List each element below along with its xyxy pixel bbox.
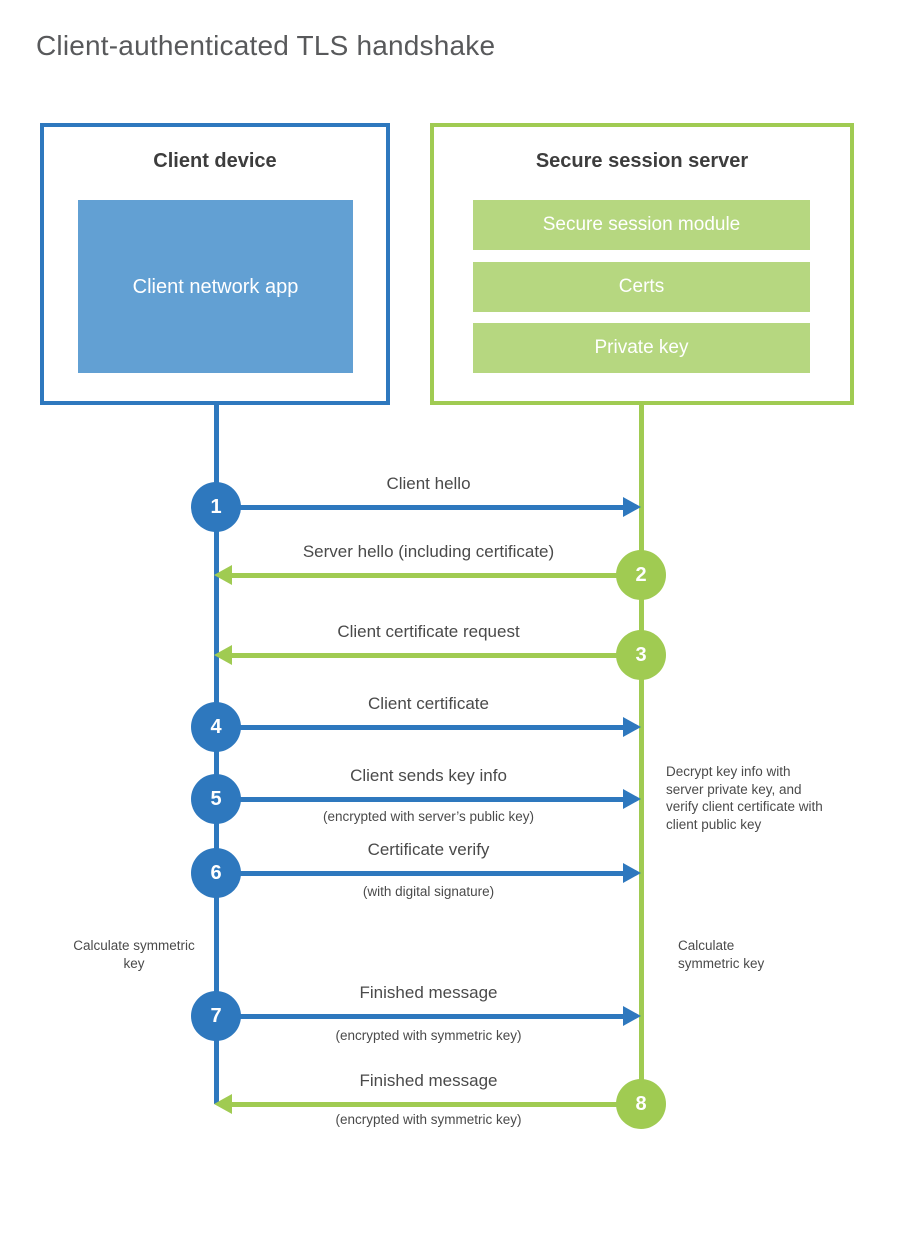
step-badge: 8 bbox=[616, 1079, 666, 1129]
step-badge: 3 bbox=[616, 630, 666, 680]
decrypt-note: Decrypt key info with server private key… bbox=[666, 764, 823, 832]
arrow-line bbox=[232, 1102, 641, 1107]
client-lifeline bbox=[214, 405, 219, 1104]
step-badge: 4 bbox=[191, 702, 241, 752]
arrow-line bbox=[216, 1014, 625, 1019]
step-number: 5 bbox=[210, 787, 222, 810]
step-badge: 5 bbox=[191, 774, 241, 824]
arrow-right-icon bbox=[623, 497, 641, 517]
arrow-left-icon bbox=[214, 565, 232, 585]
private-key-bar: Private key bbox=[473, 323, 810, 373]
arrow-right-icon bbox=[623, 789, 641, 809]
message-sublabel: (with digital signature) bbox=[362, 884, 495, 899]
message-label: Certificate verify bbox=[367, 840, 490, 859]
arrow-line bbox=[232, 573, 641, 578]
arrow-line bbox=[216, 871, 625, 876]
step-number: 7 bbox=[210, 1004, 222, 1027]
message-label: Client certificate bbox=[368, 694, 489, 713]
step-number: 6 bbox=[210, 861, 222, 884]
arrow-right-icon bbox=[623, 863, 641, 883]
message-label: Finished message bbox=[359, 1071, 498, 1090]
arrow-line bbox=[232, 653, 641, 658]
arrow-line bbox=[216, 725, 625, 730]
message-sublabel: (encrypted with server’s public key) bbox=[322, 809, 535, 824]
step-badge: 2 bbox=[616, 550, 666, 600]
step-badge: 6 bbox=[191, 848, 241, 898]
client-device-title: Client device bbox=[153, 150, 277, 172]
message-label: Client sends key info bbox=[350, 766, 507, 785]
step-badge: 7 bbox=[191, 991, 241, 1041]
message-label: Server hello (including certificate) bbox=[302, 542, 555, 561]
arrow-left-icon bbox=[214, 1094, 232, 1114]
message-sublabel: (encrypted with symmetric key) bbox=[335, 1112, 522, 1127]
step-number: 1 bbox=[210, 495, 222, 518]
client-network-app-module: Client network app bbox=[78, 200, 353, 373]
arrow-line bbox=[216, 505, 625, 510]
step-number: 3 bbox=[635, 643, 647, 666]
calc-symmetric-key-left-note: Calculate symmetric key bbox=[73, 938, 195, 971]
message-label: Client hello bbox=[386, 474, 471, 493]
arrow-left-icon bbox=[214, 645, 232, 665]
message-sublabel: (encrypted with symmetric key) bbox=[335, 1028, 522, 1043]
certs-bar: Certs bbox=[473, 262, 810, 312]
step-badge: 1 bbox=[191, 482, 241, 532]
arrow-right-icon bbox=[623, 717, 641, 737]
arrow-right-icon bbox=[623, 1006, 641, 1026]
calc-symmetric-key-right-note: Calculate symmetric key bbox=[678, 938, 765, 971]
message-label: Client certificate request bbox=[337, 622, 520, 641]
secure-session-server-title: Secure session server bbox=[535, 150, 749, 172]
step-number: 8 bbox=[635, 1092, 647, 1115]
page-title: Client-authenticated TLS handshake bbox=[36, 30, 496, 61]
step-number: 2 bbox=[635, 563, 647, 586]
arrow-line bbox=[216, 797, 625, 802]
message-label: Finished message bbox=[359, 983, 498, 1002]
secure-session-module-bar: Secure session module bbox=[473, 200, 810, 250]
step-number: 4 bbox=[210, 715, 222, 738]
server-lifeline bbox=[639, 405, 644, 1104]
